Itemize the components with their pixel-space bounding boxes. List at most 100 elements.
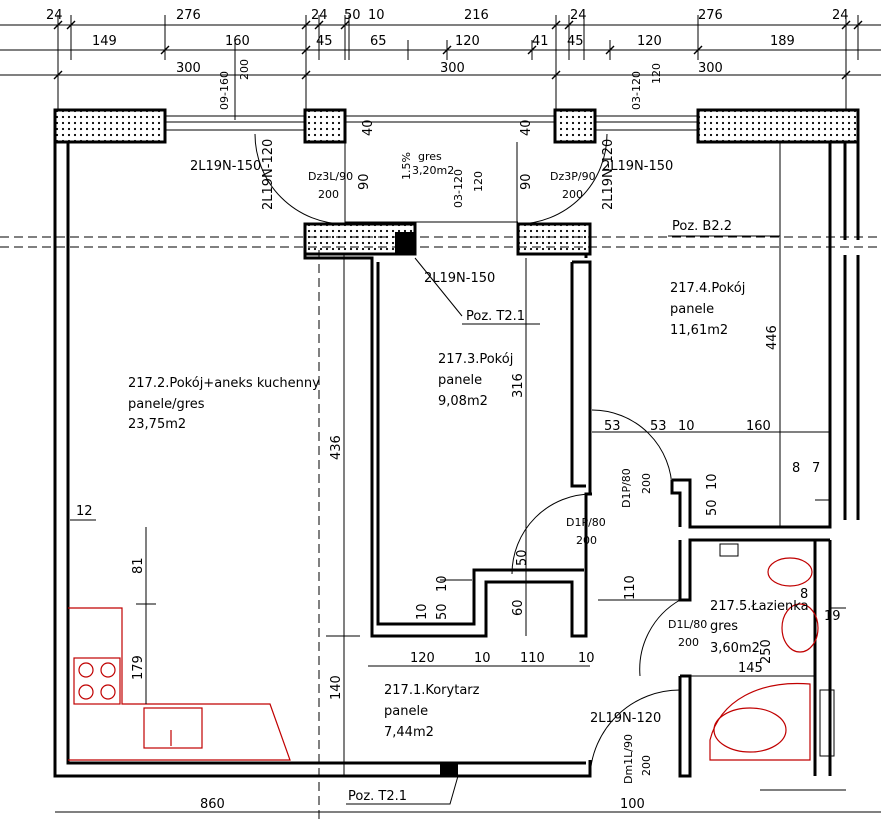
door-d1p-b: D1P/80 [566,516,606,529]
dim-mid-45b: 45 [567,34,584,49]
door-dm1l-h: 200 [640,755,653,776]
dim-100: 100 [620,797,645,812]
balcony-d90a: 90 [357,173,372,190]
window-label-w5: 2L19N-150 [424,271,495,286]
balcony-floor: gres [418,150,442,163]
window-label-w2: 2L19N-150 [602,159,673,174]
dim-8a: 8 [792,461,800,476]
dim-860: 860 [200,797,225,812]
room-r2-name: 217.2.Pokój+aneks kuchenny [128,376,320,391]
dim-mid-189: 189 [770,34,795,49]
dim-250: 250 [759,639,774,664]
balcony-position-label: Poz. B2.2 [672,219,732,234]
dim-8b: 8 [800,587,808,602]
dim-top-216: 216 [464,8,489,23]
dim-50c: 50 [435,603,450,620]
dim-top-276a: 276 [176,8,201,23]
balcony-d40b: 40 [519,119,534,136]
dim-mid-45a: 45 [316,34,333,49]
dim-179: 179 [131,655,146,680]
window-label-w1: 2L19N-150 [190,159,261,174]
fixtures [68,543,846,791]
dim-110b: 110 [623,575,638,600]
door-d1l: D1L/80 [668,618,707,631]
room-r1-floor: panele [384,704,428,719]
dim-10e: 10 [474,651,491,666]
room-r4-name: 217.4.Pokój [670,281,745,296]
dim-12: 12 [76,504,93,519]
room-r4-floor: panele [670,302,714,317]
dim-low-300b: 300 [440,61,465,76]
door-d1p-b-h: 200 [576,534,597,547]
dim-10a: 10 [678,419,695,434]
dim-436: 436 [329,435,344,460]
dim-vert-03-120a: 03-120 [630,71,643,110]
dim-mid-160a: 160 [225,34,250,49]
room-r4-area: 11,61m2 [670,323,728,338]
dim-mid-120a: 120 [455,34,480,49]
dim-50a: 50 [705,499,720,516]
dim-110a: 110 [520,651,545,666]
window-label-w4: 2L19N-120 [601,139,616,210]
room-r1-name: 217.1.Korytarz [384,683,480,698]
room-r1-area: 7,44m2 [384,725,434,740]
room-r2-area: 23,75m2 [128,417,186,432]
leader-lines [70,235,780,805]
room-r3-floor: panele [438,373,482,388]
room-r3-area: 9,08m2 [438,394,488,409]
dim-vert-200: 200 [238,59,251,80]
dim-10c: 10 [435,575,450,592]
dim-top-10: 10 [368,8,385,23]
door-dz3p-h: 200 [562,188,583,201]
balcony-slope: 1.5% [400,152,413,180]
windows [0,115,881,823]
dim-top-24a: 24 [46,8,63,23]
dim-mid-65: 65 [370,34,387,49]
position-label-t21b: Poz. T2.1 [348,789,407,804]
door-d1p-a-h: 200 [640,473,653,494]
dim-53a: 53 [604,419,621,434]
room-r2-floor: panele/gres [128,397,205,412]
balcony-d40a: 40 [361,119,376,136]
interior-dimension-lines [55,142,881,813]
dim-low-300a: 300 [176,61,201,76]
dim-vert-120a: 120 [650,63,663,84]
dim-low-300c: 300 [698,61,723,76]
room-r3-d316: 316 [511,373,526,398]
dim-145: 145 [738,661,763,676]
dim-7: 7 [812,461,820,476]
balcony-area: 3,20m2 [412,164,454,177]
dim-mid-120b: 120 [637,34,662,49]
dim-top-24b: 24 [311,8,328,23]
dim-top-50: 50 [344,8,361,23]
dim-140: 140 [329,675,344,700]
dim-60: 60 [511,599,526,616]
dim-10b: 10 [705,473,720,490]
door-dz3p: Dz3P/90 [550,170,596,183]
dim-10d: 10 [415,603,430,620]
dim-19: 19 [824,609,841,624]
door-dz3l-h: 200 [318,188,339,201]
door-swings [254,133,681,777]
dim-top-24d: 24 [832,8,849,23]
dim-vert-09-160: 09-160 [218,71,231,110]
dim-81: 81 [131,557,146,574]
window-label-w6: 2L19N-120 [590,711,661,726]
room-r5-name: 217.5.Łazienka [710,599,809,614]
dim-top-24c: 24 [570,8,587,23]
balcony-d90b: 90 [519,173,534,190]
room-r5-area: 3,60m2 [710,641,760,656]
dim-10f: 10 [578,651,595,666]
walls [53,108,860,778]
door-dm1l: Dm1L/90 [622,734,635,784]
dim-160: 160 [746,419,771,434]
dim-50b: 50 [515,549,530,566]
dim-mid-149: 149 [92,34,117,49]
dim-vert-120b: 120 [472,171,485,192]
dim-53b: 53 [650,419,667,434]
door-dz3l: Dz3L/90 [308,170,353,183]
window-label-w3: 2L19N-120 [261,139,276,210]
top-dimension-lines: 24 276 24 50 10 216 24 276 24 149 160 45… [0,8,881,120]
door-d1l-h: 200 [678,636,699,649]
